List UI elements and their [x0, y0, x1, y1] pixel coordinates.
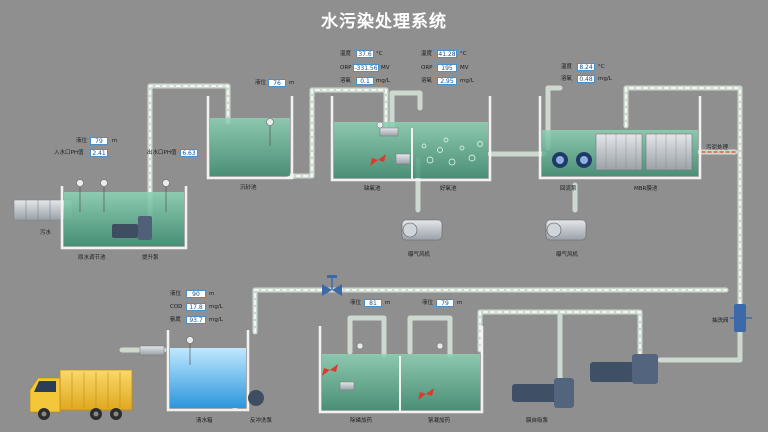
- cod-value: 17.8: [186, 303, 206, 311]
- anoxic-temp-label: 温度: [340, 51, 352, 57]
- left-level-value: 79: [90, 137, 108, 145]
- dosing-tanks: [318, 326, 484, 414]
- cod-unit: mg/L: [209, 304, 223, 310]
- inlet-ph-label: 入水口PH值: [54, 150, 84, 156]
- aerobic-orp-label: ORP: [421, 65, 433, 71]
- dosing2-level-unit: m: [457, 300, 463, 306]
- aerobic-do-value: 2.95: [437, 77, 457, 85]
- screen-filter: [13, 199, 73, 221]
- cod-label: COD: [170, 304, 183, 310]
- sewage-label: 污水: [40, 230, 52, 236]
- mbr-do-value: 0.48: [577, 75, 595, 83]
- aerobic-tank-label: 好氧池: [440, 186, 457, 192]
- dosing2-level-label: 液位: [422, 300, 434, 306]
- nh-value: 93.7: [186, 316, 206, 324]
- anoxic-temp-value: 37.6: [356, 50, 374, 58]
- page-title: 水污染处理系统: [321, 12, 447, 32]
- mbr-do-label: 溶氧: [561, 76, 573, 82]
- clear-level-value: 90: [186, 290, 206, 298]
- raw-water-tank: [60, 179, 188, 250]
- valve-vertical: [730, 304, 752, 332]
- blower-right: [545, 219, 587, 241]
- anoxic-orp-label: ORP: [340, 65, 352, 71]
- truck: [29, 369, 133, 420]
- blower-left-label: 曝气风机: [408, 252, 431, 258]
- inlet-ph-value: 2.41: [90, 149, 108, 157]
- sediment-tank-label: 沉砂池: [240, 185, 257, 191]
- membrane-pump: [512, 378, 574, 408]
- aerobic-do-label: 溶氧: [421, 78, 433, 84]
- anoxic-temp-unit: °C: [376, 51, 383, 57]
- anoxic-orp-value: -331.56: [353, 64, 379, 72]
- anoxic-do-label: 溶氧: [340, 78, 352, 84]
- blower-left: [401, 219, 443, 241]
- mbr-tank-label: MBR膜池: [634, 186, 658, 192]
- anoxic-do-unit: mg/L: [376, 78, 390, 84]
- aerobic-temp-label: 温度: [421, 51, 433, 57]
- aerobic-orp-value: 195: [437, 64, 457, 72]
- nh-label: 氨氮: [170, 317, 182, 323]
- anoxic-orp-unit: MV: [381, 65, 390, 71]
- dosing2-level-value: 79: [436, 299, 454, 307]
- mbr-do-unit: mg/L: [598, 76, 612, 82]
- sediment-level-unit: m: [289, 80, 295, 86]
- aerobic-do-unit: mg/L: [460, 78, 474, 84]
- wash-valve-label: 抽洗阀: [712, 318, 729, 324]
- sludge-label: 污泥处理: [706, 145, 729, 151]
- aerobic-orp-unit: MV: [460, 65, 469, 71]
- dosing1-level-label: 液位: [350, 300, 362, 306]
- aerobic-temp-value: 41.28: [437, 50, 457, 58]
- backwash-pump-label: 反冲洗泵: [250, 418, 273, 424]
- mbr-temp-label: 温度: [561, 64, 573, 70]
- membrane-pump-label: 膜自吸泵: [526, 418, 549, 424]
- anoxic-do-value: 0.1: [356, 77, 374, 85]
- anoxic-aerobic-tank: [330, 96, 492, 182]
- dosing1-level-unit: m: [385, 300, 391, 306]
- aerobic-temp-unit: °C: [460, 51, 467, 57]
- clear-water-tank: [139, 330, 264, 412]
- mbr-tank: [538, 96, 702, 180]
- dosing1-level-value: 81: [364, 299, 382, 307]
- left-level-label: 液位: [76, 138, 88, 144]
- sediment-tank: [206, 96, 294, 180]
- outlet-ph-value: 6.63: [180, 149, 198, 157]
- outlet-ph-label: 出水口PH值: [147, 150, 177, 156]
- left-level-unit: m: [112, 138, 118, 144]
- blower-right-label: 曝气风机: [556, 252, 579, 258]
- mbr-temp-unit: °C: [598, 64, 605, 70]
- sediment-level-label: 液位: [255, 80, 267, 86]
- backwash-pump-right: [590, 354, 658, 384]
- valve-horizontal: [322, 275, 342, 296]
- lift-pump-label: 提升泵: [142, 255, 159, 261]
- dosing2-label: 絮凝加药: [428, 418, 451, 424]
- raw-tank-label: 原水调节池: [78, 255, 106, 261]
- clear-tank-label: 清水箱: [196, 418, 213, 424]
- sediment-level-value: 76: [268, 79, 286, 87]
- nh-unit: mg/L: [209, 317, 223, 323]
- return-pump-label: 回流泵: [560, 186, 577, 192]
- clear-level-unit: m: [209, 291, 215, 297]
- clear-level-label: 液位: [170, 291, 182, 297]
- dosing1-label: 除磷加药: [350, 418, 373, 424]
- anoxic-tank-label: 缺氧池: [364, 186, 381, 192]
- mbr-temp-value: 8.24: [577, 63, 595, 71]
